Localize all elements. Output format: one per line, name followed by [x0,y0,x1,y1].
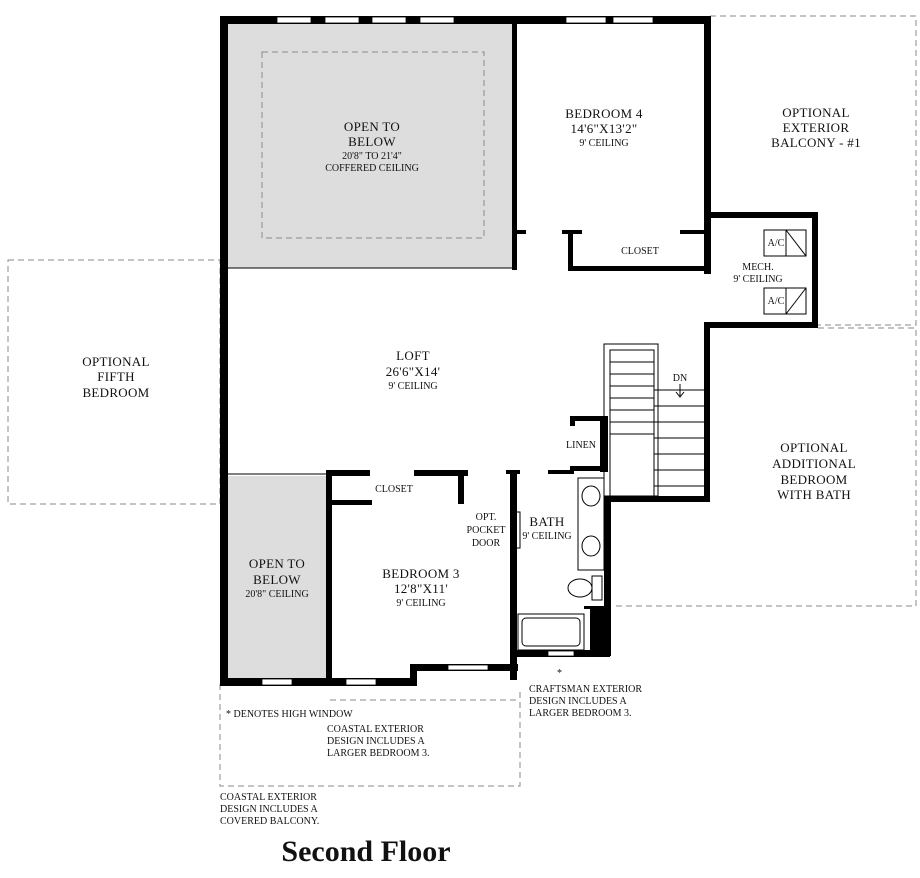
bedroom4-name: BEDROOM 4 [565,106,643,121]
pocket-door-line2: POCKET [467,525,506,536]
balcony-note-line3: COVERED BALCONY. [220,816,319,827]
open-to-below-top-area [228,24,513,268]
additional-bedroom-line1: OPTIONAL [780,440,847,455]
bedroom4-closet-label: CLOSET [621,246,659,257]
coffered-ceiling-outline [261,51,485,239]
toilet-bowl [567,578,593,598]
mech-ceiling: 9' CEILING [733,274,782,285]
craftsman-asterisk: * [557,668,562,679]
pocket-door-line1: OPT. [476,512,497,523]
bedroom4-ceiling: 9' CEILING [579,138,628,149]
ac-unit-top [763,229,807,257]
additional-bedroom-line2: ADDITIONAL [772,456,856,471]
toilet-tank [591,575,603,601]
open-to-below-top-line1: OPEN TO [344,119,400,134]
craftsman-note-line3: LARGER BEDROOM 3. [529,708,632,719]
ac-top-label: A/C [768,238,785,249]
bedroom3-dims: 12'8"X11' [394,581,448,596]
fifth-bedroom-line2: FIFTH [97,369,135,384]
ac-unit-bottom [763,287,807,315]
open-to-below-bottom-ceiling: 20'8" CEILING [245,589,308,600]
open-to-below-top-ceiling: COFFERED CEILING [325,163,419,174]
linen-label: LINEN [566,440,596,451]
additional-bedroom-line4: WITH BATH [777,487,851,502]
page-title: Second Floor [281,835,450,868]
ac-bottom-label: A/C [768,296,785,307]
bedroom3-closet-label: CLOSET [375,484,413,495]
sink-top [581,485,601,507]
mech-ac-units [763,229,807,315]
loft-name: LOFT [396,348,430,363]
staircase [603,343,704,497]
windows [261,16,654,686]
fifth-bedroom-line1: OPTIONAL [82,354,149,369]
craftsman-note-line2: DESIGN INCLUDES A [529,696,628,707]
bedroom3-name: BEDROOM 3 [382,566,459,581]
sink-bottom [581,535,601,557]
craftsman-note-line1: CRAFTSMAN EXTERIOR [529,684,642,695]
balcony-line1: OPTIONAL [782,105,849,120]
vanity [577,477,605,571]
balcony-line2: EXTERIOR [783,120,850,135]
coastal-note-line2: DESIGN INCLUDES A [327,736,426,747]
coastal-covered-balcony-outline [219,684,521,787]
bath-fixtures [511,477,605,651]
open-to-below-top-line2: BELOW [348,134,396,149]
open-to-below-bottom-line1: OPEN TO [249,556,305,571]
mech-name: MECH. [742,262,773,273]
pocket-door-line3: DOOR [472,538,501,549]
bath-ceiling: 9' CEILING [522,531,571,542]
fifth-bedroom-line3: BEDROOM [82,385,149,400]
balcony-note-line2: DESIGN INCLUDES A [220,804,319,815]
high-window-note: * DENOTES HIGH WINDOW [226,709,353,720]
stairs-dn-label: DN [673,373,687,384]
open-to-below-bottom-line2: BELOW [253,572,301,587]
bathtub [517,613,585,651]
bedroom3-ceiling: 9' CEILING [396,598,445,609]
balcony-note-line1: COASTAL EXTERIOR [220,792,317,803]
pocket-door [511,511,521,549]
additional-bedroom-line3: BEDROOM [780,472,847,487]
balcony-line3: BALCONY - #1 [771,135,861,150]
loft-ceiling: 9' CEILING [388,381,437,392]
optional-balcony-outline [710,15,917,326]
bedroom4-dims: 14'6"X13'2" [571,121,638,136]
coastal-note-line3: LARGER BEDROOM 3. [327,748,430,759]
open-to-below-bottom-area [228,476,326,678]
coastal-note-line1: COASTAL EXTERIOR [327,724,424,735]
loft-dims: 26'6"X14' [386,364,441,379]
open-to-below-top-dims: 20'8" TO 21'4" [342,151,402,162]
bath-name: BATH [529,514,564,529]
